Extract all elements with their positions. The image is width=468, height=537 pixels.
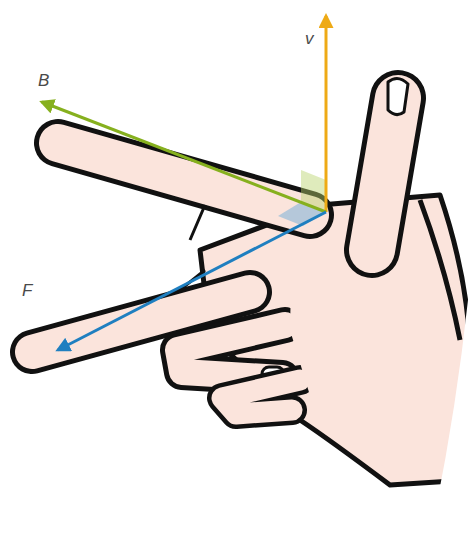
vector-label: F (22, 282, 32, 299)
little-finger (222, 380, 300, 414)
field-arrow (42, 102, 326, 212)
index-finger (58, 143, 310, 215)
vector-label: v (305, 30, 314, 47)
vector-label: B (38, 72, 49, 89)
right-angle-mark (278, 202, 326, 226)
velocity-arrow (325, 16, 328, 212)
force-arrow (58, 212, 326, 350)
wrist-shade (430, 300, 468, 537)
thumb (372, 78, 408, 250)
palm-edge (420, 200, 460, 340)
